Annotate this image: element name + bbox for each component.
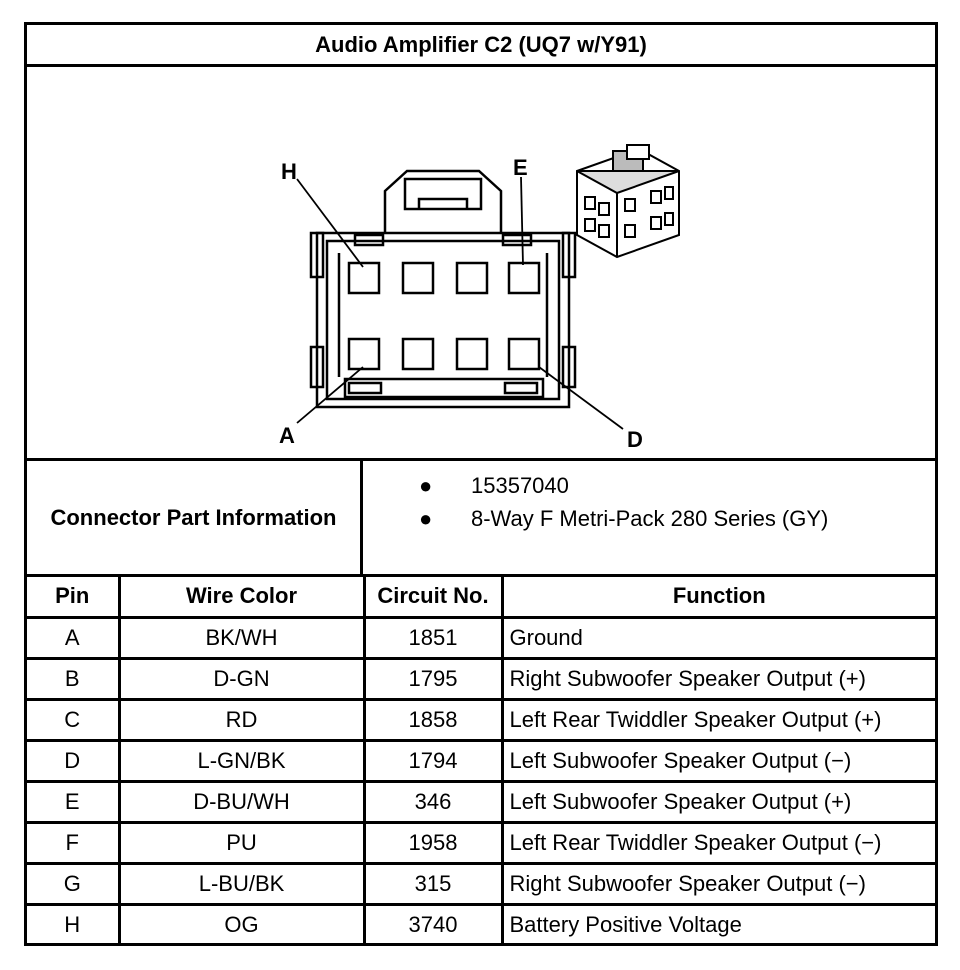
pin-cell: C (27, 697, 121, 742)
table-row: A BK/WH 1851 Ground (27, 615, 935, 660)
connector-part-information: Connector Part Information ● 15357040 ● … (27, 461, 935, 577)
page-title: Audio Amplifier C2 (UQ7 w/Y91) (27, 25, 935, 67)
cavity-e (507, 261, 541, 295)
connector-face-drawing: H E A D (279, 144, 680, 452)
leader-e (520, 176, 524, 266)
cavity-a (347, 337, 381, 371)
pin-cell: H (27, 902, 121, 945)
circuit-cell: 1851 (362, 615, 504, 660)
function-cell: Left Subwoofer Speaker Output (+) (500, 779, 935, 824)
function-cell: Right Subwoofer Speaker Output (+) (500, 656, 935, 701)
table-header-row: Pin Wire Color Circuit No. Function (27, 577, 935, 619)
wire-color-cell: D-BU/WH (117, 779, 366, 824)
circuit-cell: 1795 (362, 656, 504, 701)
table-row: E D-BU/WH 346 Left Subwoofer Speaker Out… (27, 779, 935, 824)
pin-cell: A (27, 615, 121, 660)
function-cell: Left Rear Twiddler Speaker Output (−) (500, 820, 935, 865)
leader-h (296, 178, 364, 268)
circuit-cell: 1794 (362, 738, 504, 783)
circuit-cell: 1858 (362, 697, 504, 742)
cavity-c (455, 337, 489, 371)
pin-cavities (347, 261, 541, 371)
callout-a: A (279, 423, 295, 448)
header-pin: Pin (27, 577, 121, 619)
leader-d (538, 366, 624, 430)
pin-cell: F (27, 820, 121, 865)
wire-color-cell: OG (117, 902, 366, 945)
wire-color-cell: L-BU/BK (117, 861, 366, 906)
connector-isometric-illustration (576, 144, 680, 259)
pin-cell: E (27, 779, 121, 824)
connector-series: 8-Way F Metri-Pack 280 Series (GY) (471, 506, 829, 531)
header-function: Function (500, 577, 935, 619)
pin-cell: D (27, 738, 121, 783)
callout-h: H (281, 159, 297, 184)
wire-color-cell: PU (117, 820, 366, 865)
function-cell: Battery Positive Voltage (500, 902, 935, 945)
cavity-h (347, 261, 381, 295)
function-cell: Ground (500, 615, 935, 660)
leader-a (296, 366, 364, 424)
circuit-cell: 3740 (362, 902, 504, 945)
header-circuit: Circuit No. (362, 577, 504, 619)
function-cell: Left Subwoofer Speaker Output (−) (500, 738, 935, 783)
latch (383, 169, 503, 233)
wire-color-cell: RD (117, 697, 366, 742)
cavity-b (401, 337, 435, 371)
connector-part-info-label: Connector Part Information (27, 461, 363, 574)
table-row: F PU 1958 Left Rear Twiddler Speaker Out… (27, 820, 935, 865)
connector-part-info-list: ● 15357040 ● 8-Way F Metri-Pack 280 Seri… (363, 461, 935, 574)
connector-sheet: Audio Amplifier C2 (UQ7 w/Y91) (24, 22, 938, 946)
table-row: G L-BU/BK 315 Right Subwoofer Speaker Ou… (27, 861, 935, 906)
wire-color-cell: L-GN/BK (117, 738, 366, 783)
header-wire-color: Wire Color (117, 577, 366, 619)
cavity-g (401, 261, 435, 295)
callout-e: E (513, 155, 528, 180)
connector-body (315, 231, 571, 409)
pin-cell: G (27, 861, 121, 906)
table-row: H OG 3740 Battery Positive Voltage (27, 902, 935, 945)
wire-color-cell: BK/WH (117, 615, 366, 660)
cavity-f (455, 261, 489, 295)
function-cell: Left Rear Twiddler Speaker Output (+) (500, 697, 935, 742)
bullet-icon: ● (419, 506, 433, 531)
table-row: C RD 1858 Left Rear Twiddler Speaker Out… (27, 697, 935, 742)
part-number: 15357040 (471, 473, 569, 498)
pinout-table: Pin Wire Color Circuit No. Function A BK… (27, 577, 935, 945)
callout-d: D (627, 427, 643, 452)
table-row: D L-GN/BK 1794 Left Subwoofer Speaker Ou… (27, 738, 935, 783)
function-cell: Right Subwoofer Speaker Output (−) (500, 861, 935, 906)
bullet-icon: ● (419, 473, 433, 498)
cavity-d (507, 337, 541, 371)
pin-cell: B (27, 656, 121, 701)
wire-color-cell: D-GN (117, 656, 366, 701)
connector-diagram: H E A D (27, 67, 935, 461)
circuit-cell: 315 (362, 861, 504, 906)
table-row: B D-GN 1795 Right Subwoofer Speaker Outp… (27, 656, 935, 701)
circuit-cell: 346 (362, 779, 504, 824)
circuit-cell: 1958 (362, 820, 504, 865)
